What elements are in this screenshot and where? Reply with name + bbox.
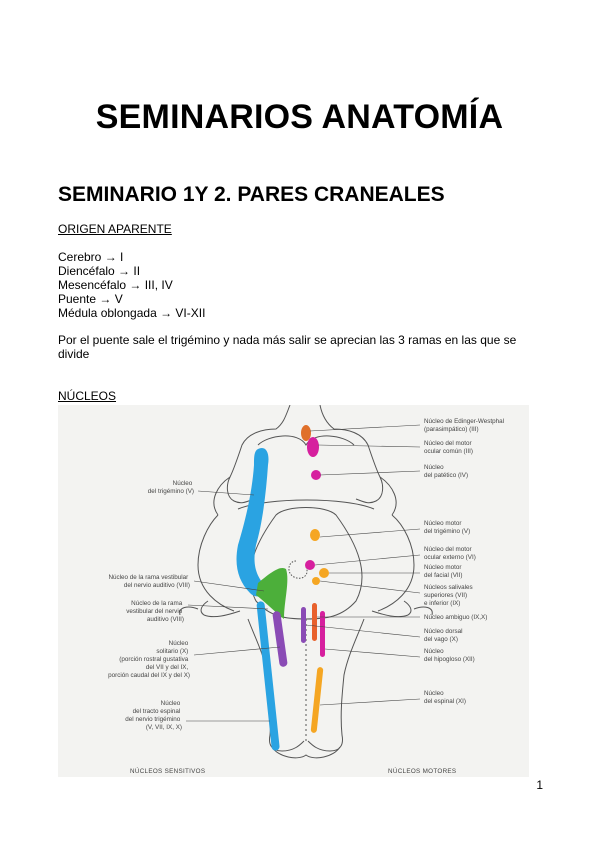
list-item: Puente → V	[58, 292, 123, 306]
label-trigeminal-sensory: Núcleo del trigémino (V)	[148, 480, 194, 495]
footer-sensory-nuclei: NÚCLEOS SENSITIVOS	[130, 766, 205, 775]
label-oculomotor: Núcleo del motor ocular común (III)	[424, 440, 473, 455]
trigeminal-motor-shape	[310, 529, 320, 541]
label-solitary: Núcleo solitario (X) (porción rostral gu…	[108, 640, 190, 679]
facial-motor-shape	[319, 568, 329, 578]
list-item: Cerebro → I	[58, 250, 124, 264]
section-title: SEMINARIO 1Y 2. PARES CRANEALES	[58, 183, 445, 206]
list-item: Mesencéfalo → III, IV	[58, 278, 173, 292]
brainstem-outline	[179, 405, 433, 759]
vestibular-nucleus-shape	[256, 567, 288, 619]
origin-list: Cerebro → I Diencéfalo → II Mesencéfalo …	[58, 250, 205, 320]
hypoglossal-shape	[320, 611, 325, 657]
origin-heading: ORIGEN APARENTE	[58, 222, 172, 236]
oculomotor-shape	[307, 437, 319, 457]
list-item: Diencéfalo → II	[58, 264, 141, 278]
motor-nuclei	[301, 425, 329, 733]
nuclei-heading: NÚCLEOS	[58, 389, 117, 403]
abducens-shape	[305, 560, 315, 570]
label-spinal-accessory: Núcleo del espinal (XI)	[424, 690, 466, 705]
solitary-nucleus-shape	[272, 611, 288, 667]
label-dorsal-vagal: Núcleo dorsal del vago (X)	[424, 628, 464, 643]
brainstem-nuclei-figure: Núcleo del trigémino (V) Núcleo de la ra…	[58, 405, 529, 777]
trigeminal-paragraph: Por el puente sale el trigémino y nada m…	[58, 333, 517, 361]
edinger-westphal-shape	[301, 425, 311, 441]
salivatory-shape	[312, 577, 320, 585]
label-spinal-trigeminal: Núcleo del tracto espinal del nervio tri…	[125, 700, 182, 731]
ambiguous-shape	[312, 603, 317, 641]
label-trigeminal-motor: Núcleo motor del trigémino (V)	[424, 520, 470, 535]
spinal-accessory-shape	[310, 667, 324, 733]
sensory-nuclei	[236, 447, 288, 751]
page-number: 1	[536, 778, 543, 792]
label-trochlear: Núcleo del patético (IV)	[424, 464, 468, 479]
brainstem-diagram: Núcleo del trigémino (V) Núcleo de la ra…	[108, 405, 506, 775]
footer-motor-nuclei: NÚCLEOS MOTORES	[388, 766, 456, 775]
trigeminal-spinal-shape	[256, 601, 280, 751]
leader-lines	[186, 424, 421, 722]
label-ambiguous: Núcleo ambiguo (IX,X)	[424, 614, 487, 621]
label-abducens: Núcleo del motor ocular externo (VI)	[424, 546, 476, 561]
dorsal-vagal-shape	[301, 607, 306, 643]
trochlear-shape	[311, 470, 321, 480]
trigeminal-nucleus-shape	[236, 447, 269, 597]
label-salivatory: Núcleos salivales superiores (VII) e inf…	[424, 584, 474, 607]
list-item: Médula oblongada → VI-XII	[58, 306, 206, 320]
label-vestibular-1: Núcleo de la rama vestibular del nervio …	[108, 574, 190, 589]
label-vestibular-2: Núcleo de la rama vestibular del nervio …	[126, 600, 184, 623]
page-title: SEMINARIOS ANATOMÍA	[95, 98, 504, 136]
label-facial-motor: Núcleo motor del facial (VII)	[424, 564, 463, 579]
label-hypoglossal: Núcleo del hipogloso (XII)	[424, 648, 475, 663]
label-edinger-westphal: Núcleo de Edinger-Westphal (parasimpátic…	[424, 418, 506, 433]
